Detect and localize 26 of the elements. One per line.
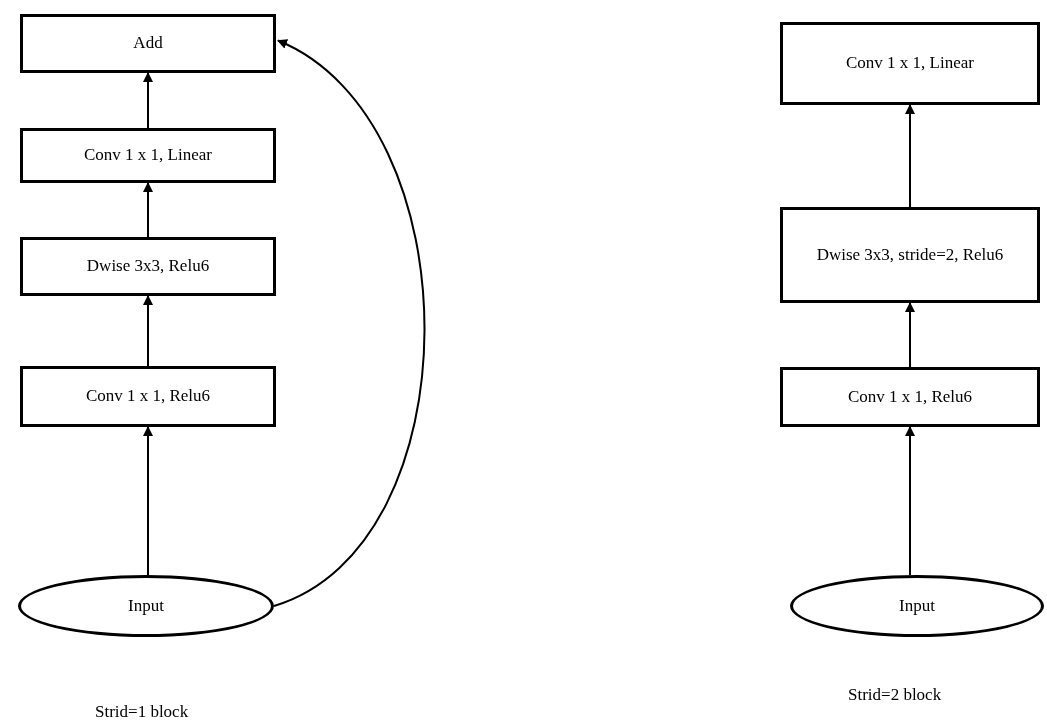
- node-label: Conv 1 x 1, Relu6: [846, 385, 974, 408]
- node-label: Dwise 3x3, Relu6: [85, 255, 211, 278]
- arrow: [905, 104, 915, 208]
- process-box: [20, 237, 276, 296]
- node-label: Conv 1 x 1, Relu6: [84, 385, 212, 408]
- arrow: [273, 39, 426, 607]
- arrow: [143, 426, 153, 576]
- arrow: [143, 72, 153, 129]
- node-label: Conv 1 x 1, Linear: [845, 52, 975, 75]
- arrow: [143, 295, 153, 367]
- process-box: [780, 22, 1040, 105]
- node-label: Input: [898, 594, 936, 617]
- node-label: Conv 1 x 1, Linear: [83, 144, 213, 167]
- process-box: [780, 367, 1040, 427]
- process-box: [20, 14, 276, 73]
- arrow: [143, 182, 153, 238]
- arrow: [905, 426, 915, 576]
- node-label: Dwise 3x3, stride=2, Relu6: [815, 243, 1005, 266]
- node-label: Input: [127, 594, 165, 617]
- caption: Strid=2 block: [848, 685, 942, 705]
- arrow: [905, 302, 915, 368]
- process-box: [20, 366, 276, 427]
- caption: Strid=1 block: [95, 702, 189, 722]
- process-box: [780, 207, 1040, 303]
- process-box: [20, 128, 276, 183]
- node-label: Add: [132, 32, 164, 55]
